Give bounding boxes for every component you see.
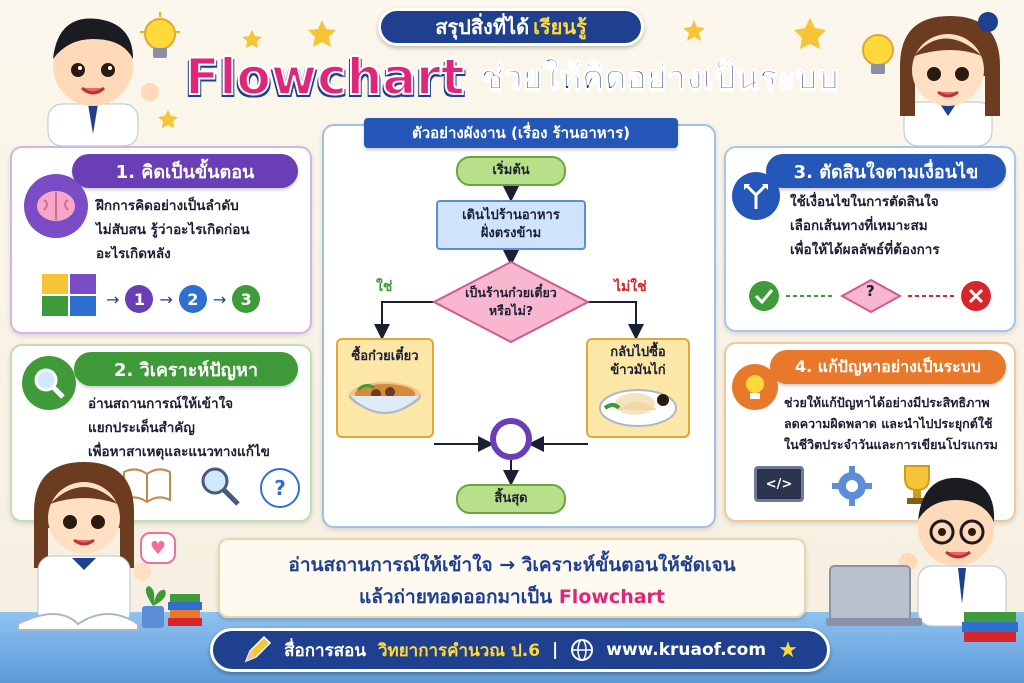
header-pill-highlight: เรียนรู้ [533, 15, 587, 39]
box-label: ข้าวมันไก่ [610, 363, 666, 378]
star-icon: ★ [778, 637, 798, 663]
summary-line-2-highlight: Flowchart [558, 586, 665, 608]
yes-label: ใช่ [376, 279, 393, 295]
arrow-right-icon: → [212, 289, 227, 309]
no-label: ไม่ใช่ [614, 279, 647, 295]
trophy-icon [904, 465, 930, 504]
flowchart-header: ตัวอย่างผังงาน (เรื่อง ร้านอาหาร) [364, 118, 678, 148]
decision-diamond [431, 260, 591, 344]
girl-character-illustration [900, 12, 1000, 146]
process-line: เดินไปร้านอาหาร [462, 208, 560, 223]
fork-arrow-icon [732, 172, 780, 220]
boy-laptop-illustration [826, 477, 1007, 627]
card-text: ใช้เงื่อนไขในการตัดสินใจ เลือกเส้นทางที่… [790, 190, 940, 262]
card-text: อ่านสถานการณ์ให้เข้าใจ แยกประเด็นสำคัญ เ… [88, 392, 270, 464]
arrow-right-icon: → [106, 289, 120, 309]
footer-site-link[interactable]: www.kruaof.com [606, 640, 767, 660]
text-line: แยกประเด็นสำคัญ [88, 420, 195, 436]
brain-icon [24, 174, 88, 238]
desk-books-plant [17, 586, 202, 631]
title-sub: ช่วยให้คิดอย่างเป็นระบบ [480, 58, 839, 99]
text-line: อะไรเกิดหลัง [96, 246, 171, 262]
flowchart-connectors [374, 186, 644, 486]
page-title: Flowchart ช่วยให้คิดอย่างเป็นระบบ [180, 42, 844, 112]
lightbulb-icon [140, 12, 180, 58]
text-line: เพื่อหาสาเหตุและแนวทางแก้ไข [88, 444, 270, 460]
flow-end: สิ้นสุด [456, 484, 566, 514]
arrow-right-icon: → [159, 289, 173, 309]
text-line: ในชีวิตประจำวันและการเขียนโปรแกรม [784, 437, 998, 452]
lightbulb-icon [862, 34, 894, 74]
title-main: Flowchart [184, 47, 465, 107]
step-number: 3 [232, 285, 261, 313]
flow-buy-noodles: ซื้อก๋วยเตี๋ยว [336, 338, 434, 438]
question-mark: ? [866, 282, 875, 300]
process-line: ฝั่งตรงข้าม [480, 226, 542, 241]
step-sequence: → 1 → 2 → 3 [106, 284, 306, 314]
card-decide-condition: 3. ตัดสินใจตามเงื่อนไข ใช้เงื่อนไขในการต… [724, 146, 1016, 332]
puzzle-icon [42, 274, 96, 316]
text-line: ฝึกการคิดอย่างเป็นลำดับ [96, 198, 239, 214]
text-line: ใช้เงื่อนไขในการตัดสินใจ [790, 194, 939, 210]
text-line: ไม่สับสน รู้ว่าอะไรเกิดก่อน [96, 222, 250, 238]
footer-label: สื่อการสอน [284, 640, 366, 661]
box-label: กลับไปซื้อ [610, 345, 666, 360]
text-line: อ่านสถานการณ์ให้เข้าใจ [88, 396, 234, 412]
decision-line: หรือไม่? [488, 303, 534, 318]
card-title: 4. แก้ปัญหาอย่างเป็นระบบ [770, 350, 1006, 384]
question-icon: ? [260, 468, 300, 508]
footer-divider: | [552, 640, 559, 660]
card-title: 1. คิดเป็นขั้นตอน [72, 154, 298, 188]
text-line: เพื่อให้ได้ผลลัพธ์ที่ต้องการ [790, 242, 940, 258]
header-pill-prefix: สรุปสิ่งที่ได้ [435, 15, 530, 39]
summary-box: อ่านสถานการณ์ให้เข้าใจ → วิเคราะห์ขั้นตอ… [218, 538, 806, 618]
summary-line-1: อ่านสถานการณ์ให้เข้าใจ → วิเคราะห์ขั้นตอ… [288, 554, 736, 576]
summary-line-2-prefix: แล้วถ่ายทอดออกมาเป็น [359, 586, 553, 608]
globe-icon [571, 639, 594, 661]
text-line: ช่วยให้แก้ปัญหาได้อย่างมีประสิทธิภาพ [784, 395, 990, 410]
pencil-icon [244, 635, 272, 663]
noodle-bowl-icon [348, 382, 422, 414]
step-number: 1 [125, 285, 154, 313]
flowchart-panel: ตัวอย่างผังงาน (เรื่อง ร้านอาหาร) เริ่มต… [322, 118, 716, 528]
decision-line: เป็นร้านก๋วยเตี๋ยว [465, 285, 557, 300]
girl-character-illustration [34, 462, 151, 627]
book-icon [123, 468, 171, 504]
decision-example-graphic [749, 278, 991, 314]
card-text: ฝึกการคิดอย่างเป็นลำดับ ไม่สับสน รู้ว่าอ… [96, 194, 250, 266]
footer-bar: สื่อการสอน วิทยาการคำนวณ ป.6 | www.kruao… [210, 628, 830, 672]
text-line: เลือกเส้นทางที่เหมาะสม [790, 218, 928, 234]
card-title: 3. ตัดสินใจตามเงื่อนไข [766, 154, 1006, 188]
card-title: 2. วิเคราะห์ปัญหา [74, 352, 298, 386]
card-think-step: 1. คิดเป็นขั้นตอน ฝึกการคิดอย่างเป็นลำดั… [10, 146, 312, 334]
gear-icon [832, 466, 872, 506]
chicken-rice-icon [599, 389, 677, 427]
magnifier-icon [201, 467, 240, 506]
boy-character-illustration [47, 18, 159, 146]
footer-subject: วิทยาการคำนวณ ป.6 [377, 640, 541, 661]
card-text: ช่วยให้แก้ปัญหาได้อย่างมีประสิทธิภาพ ลดค… [784, 392, 998, 455]
desk-books [962, 612, 1018, 642]
flow-process: เดินไปร้านอาหาร ฝั่งตรงข้าม [436, 200, 586, 250]
flow-buy-chicken-rice: กลับไปซื้อ ข้าวมันไก่ [586, 338, 690, 438]
summary-line-2: แล้วถ่ายทอดออกมาเป็น Flowchart [220, 582, 804, 612]
heart-bubble-icon: ♥ [140, 532, 176, 564]
flow-decision-label: เป็นร้านก๋วยเตี๋ยว หรือไม่? [444, 282, 578, 322]
lightbulb-icon [732, 364, 778, 410]
flow-start: เริ่มต้น [456, 156, 566, 186]
connector-circle [490, 418, 532, 460]
text-line: ลดความผิดพลาด และนำไปประยุกต์ใช้ [784, 416, 993, 431]
box-label: ซื้อก๋วยเตี๋ยว [351, 349, 419, 364]
step-number: 2 [178, 285, 207, 313]
header-pill: สรุปสิ่งที่ได้ เรียนรู้ [378, 8, 644, 46]
computer-code-icon: </> [754, 466, 804, 502]
magnifier-icon [22, 356, 76, 410]
